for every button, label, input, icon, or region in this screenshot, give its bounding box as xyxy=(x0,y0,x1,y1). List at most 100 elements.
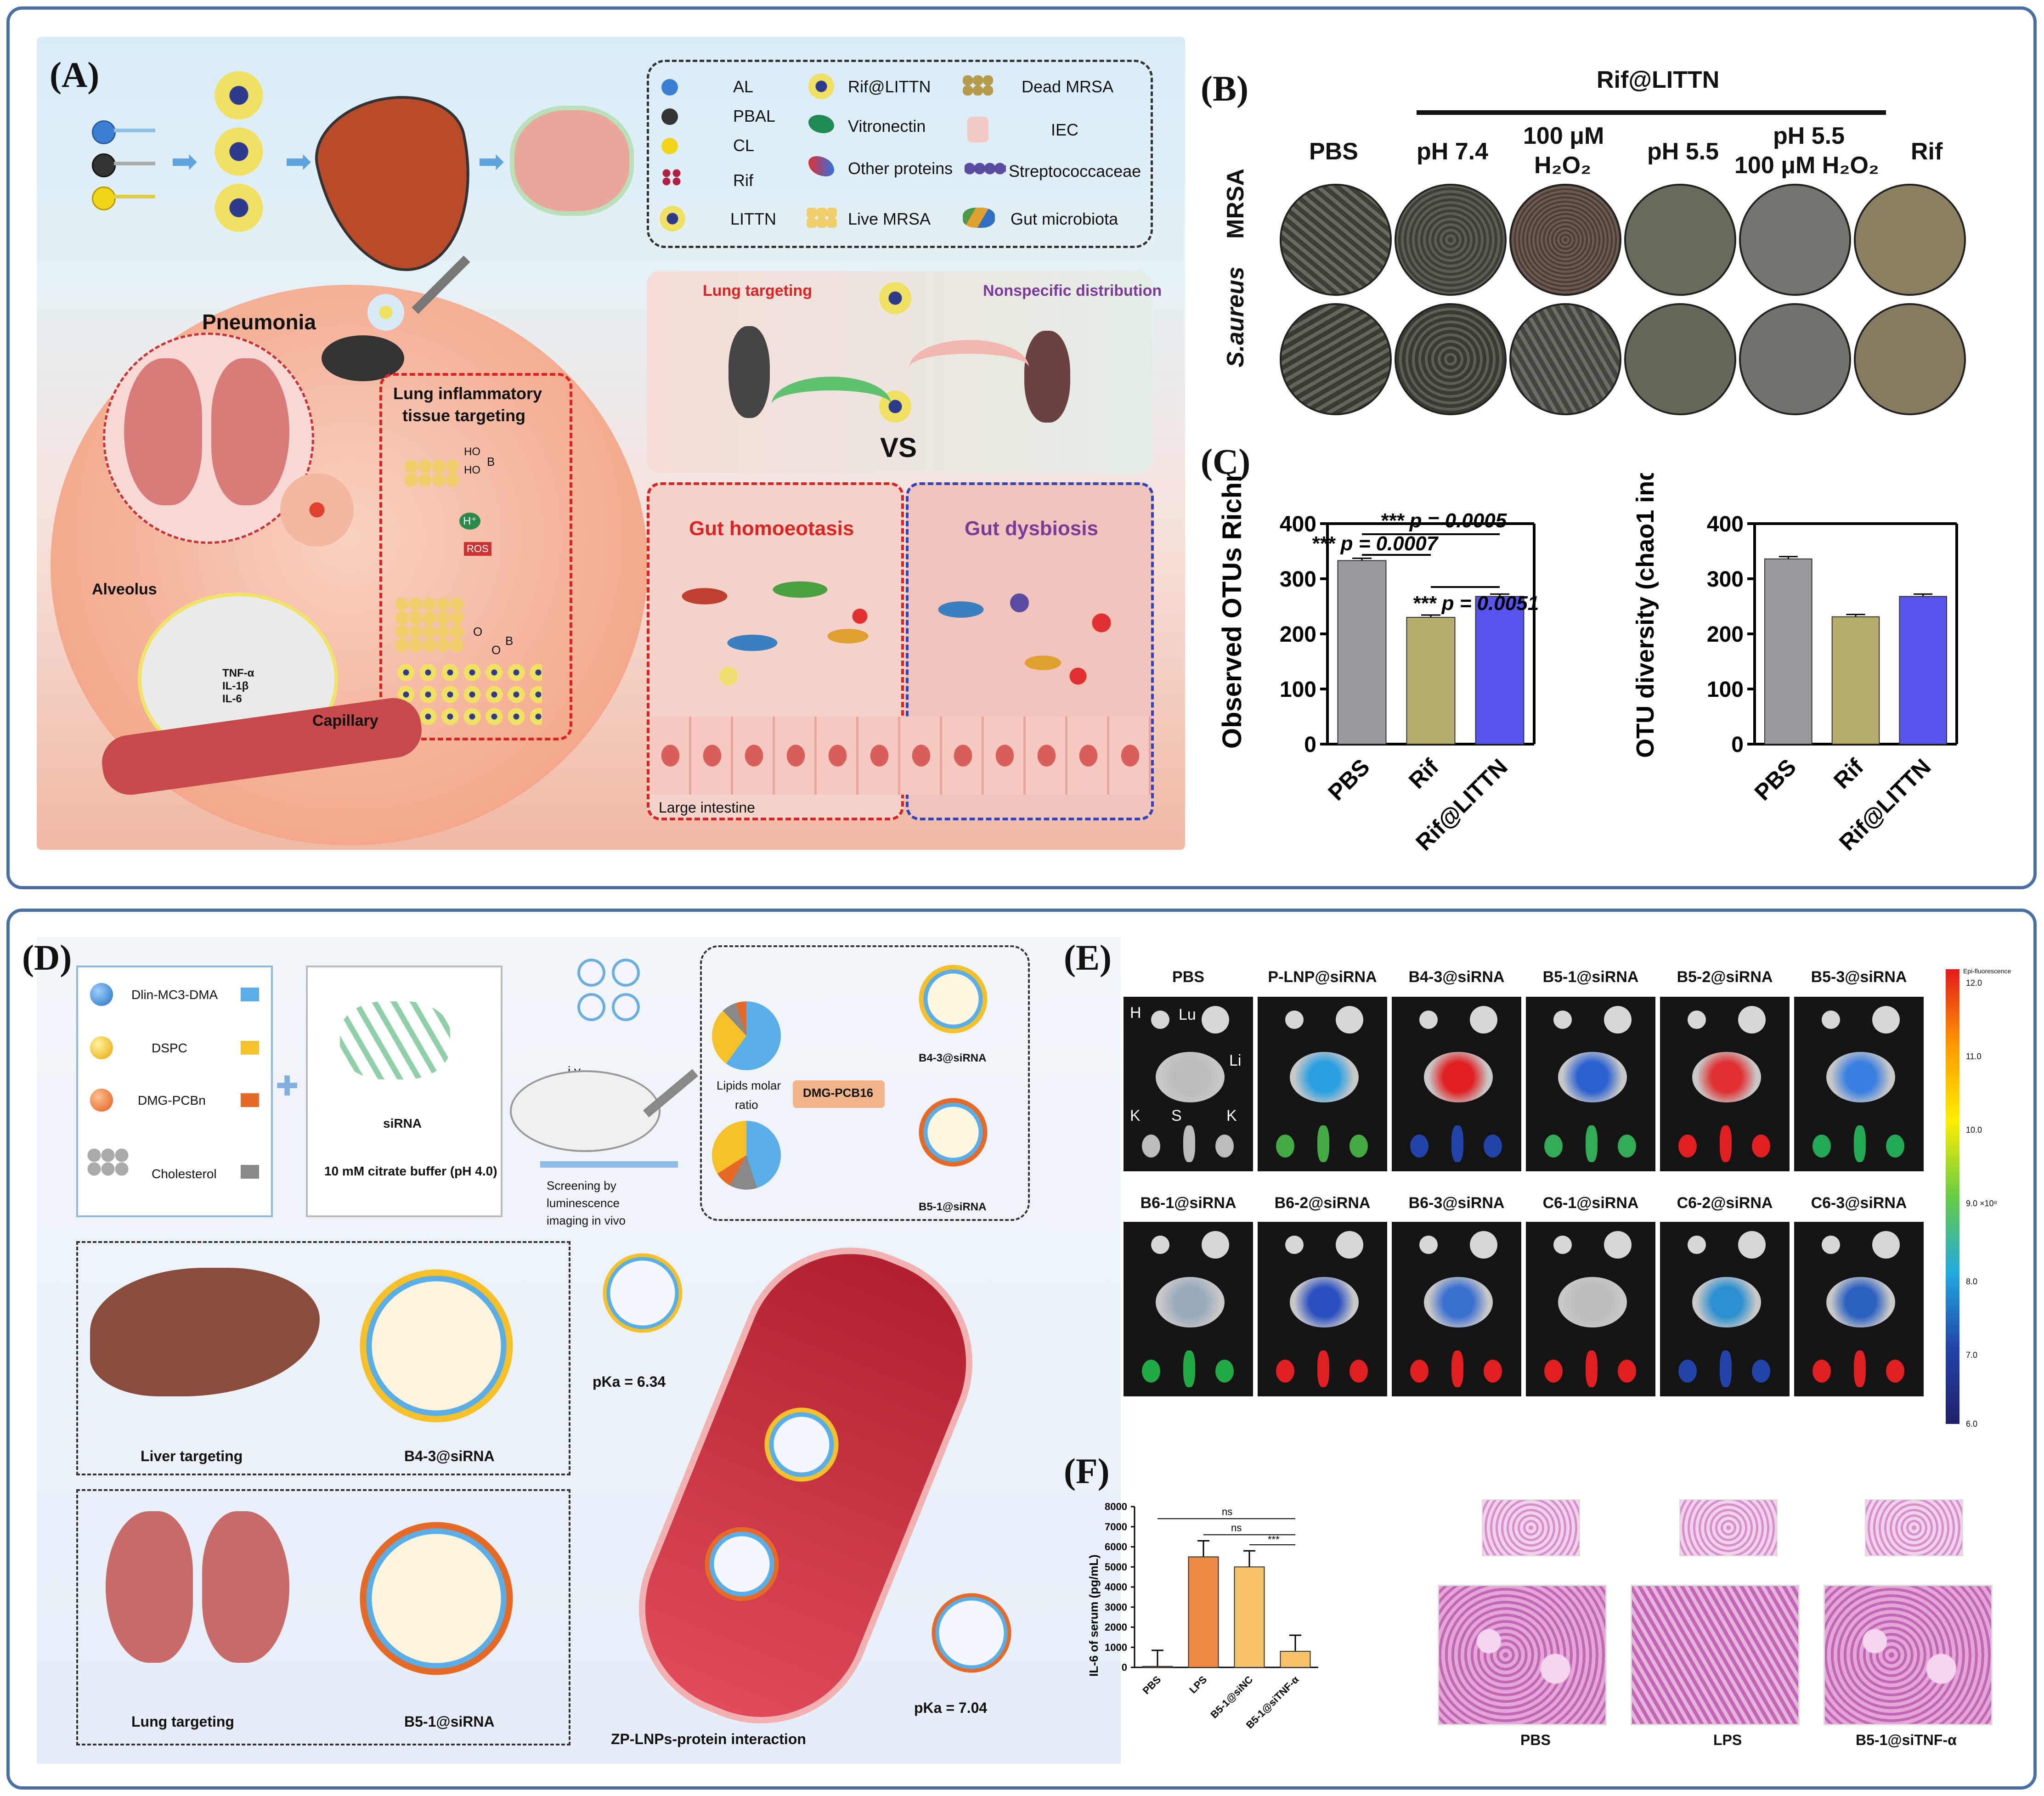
mouse-illustration xyxy=(510,1070,661,1152)
heart-organ xyxy=(1419,1236,1438,1254)
lung-organ xyxy=(1202,1231,1229,1259)
row-mrsa: MRSA xyxy=(1222,168,1249,239)
scale-tick: 6.0 xyxy=(1966,1419,1978,1429)
lnp-pka1-icon xyxy=(599,1249,686,1337)
row-saureus: S.aureus xyxy=(1222,266,1249,367)
chart-f: IL-6 of serum (pg/mL) 010002000300040005… xyxy=(1087,1501,1318,1731)
liver-organ xyxy=(1558,1277,1627,1327)
plus-icon: ✚ xyxy=(276,1071,299,1101)
ivis-image xyxy=(1124,1222,1253,1396)
histology-zoom-pbs xyxy=(1438,1585,1607,1725)
kidney-organ xyxy=(1410,1135,1429,1158)
y-tick-label: 3000 xyxy=(1105,1601,1127,1613)
panel-f-letter: (F) xyxy=(1064,1451,1110,1491)
bar-rif-littn xyxy=(1475,596,1525,745)
kidney-organ xyxy=(1752,1135,1770,1158)
organ-label: S xyxy=(1171,1107,1182,1124)
bar-rif-littn xyxy=(1899,596,1947,745)
heart-organ xyxy=(1151,1236,1169,1254)
spleen-organ xyxy=(1854,1125,1866,1162)
bar-pbs xyxy=(1337,560,1387,745)
lnp-vessel-icon xyxy=(762,1406,841,1484)
spleen-organ xyxy=(1854,1350,1866,1387)
histology-label-b51: B5-1@siTNF-α xyxy=(1856,1732,1957,1748)
lung-illustration-small xyxy=(510,106,634,216)
organ-label: K xyxy=(1226,1107,1237,1124)
y-tick-label: 2000 xyxy=(1105,1621,1127,1633)
b51-small-label: B5-1@siRNA xyxy=(919,1201,987,1213)
plate-saureus-h2o2 xyxy=(1509,303,1621,415)
large-intestine-label: Large intestine xyxy=(659,799,755,816)
ivis-image xyxy=(1392,1222,1521,1396)
liver-targeting-box xyxy=(76,1241,570,1475)
dspc-icon xyxy=(90,1036,113,1059)
spleen-organ xyxy=(1451,1125,1463,1162)
bar-rif xyxy=(1406,617,1456,745)
littn-particle-icon xyxy=(879,282,911,314)
bar-lps xyxy=(1188,1556,1219,1668)
plate-mrsa-ph55 xyxy=(1624,184,1736,296)
lung-organ xyxy=(1336,1006,1363,1034)
legend-rif-littn: Rif@LITTN xyxy=(848,77,931,96)
tissue-targeting-label: tissue targeting xyxy=(402,406,526,425)
chart-c-left-ylabel-1: Observed OTUs Richness xyxy=(1217,473,1247,749)
intestinal-epithelium xyxy=(649,717,1151,795)
scale-tick: 8.0 xyxy=(1966,1277,1978,1286)
y-tick-label: 0 xyxy=(1304,733,1316,757)
lung-organ xyxy=(1604,1006,1632,1034)
col-ph55: pH 5.5 xyxy=(1647,138,1719,165)
ivis-label: B6-1@siRNA xyxy=(1140,1194,1237,1212)
kidney-organ xyxy=(1276,1135,1294,1158)
liver-organ xyxy=(1826,1052,1895,1102)
lung-targeting-box xyxy=(76,1489,570,1745)
ros-label: ROS xyxy=(464,542,491,556)
capillary-label: Capillary xyxy=(312,712,378,729)
legend-iec: IEC xyxy=(1051,120,1079,139)
kidney-organ xyxy=(1349,1360,1368,1383)
plate-mrsa-rif xyxy=(1854,184,1966,296)
lung-organ xyxy=(1336,1231,1363,1259)
panel-b-letter: (B) xyxy=(1201,68,1248,108)
spleen-organ xyxy=(1720,1125,1732,1162)
kidney-organ xyxy=(1484,1360,1502,1383)
category-label: PBS xyxy=(1750,754,1801,805)
pbal-icon xyxy=(661,108,678,125)
bar-b5-1-sitnf- xyxy=(1280,1651,1311,1668)
gut-bacteria-dysbiosis xyxy=(914,570,1148,703)
legend-box xyxy=(647,60,1153,248)
bar-rif xyxy=(1831,616,1880,745)
panel-c-letter: (C) xyxy=(1201,441,1251,481)
spleen-organ xyxy=(1317,1125,1329,1162)
rif-littn-icon xyxy=(808,73,834,99)
arrow-icon xyxy=(540,1161,678,1168)
heart-organ xyxy=(1553,1011,1572,1029)
chem-ho-label: HO xyxy=(464,446,480,458)
gut-microbiota-icon xyxy=(963,208,995,228)
histology-overview-pbs xyxy=(1482,1499,1580,1556)
kidney-organ xyxy=(1752,1360,1770,1383)
bar-b5-1-sinc xyxy=(1234,1566,1265,1668)
plate-mrsa-h2o2 xyxy=(1509,184,1621,296)
plate-saureus-rif xyxy=(1854,303,1966,415)
ivis-image xyxy=(1258,1222,1387,1396)
lipid-tail xyxy=(114,129,155,132)
scale-title: Epi-fluorescence xyxy=(1963,967,2011,975)
mrsa-cluster-icon xyxy=(404,459,459,487)
cholesterol-icon xyxy=(87,1148,129,1176)
col-h2o2-line2: H₂O₂ xyxy=(1534,152,1592,179)
plate-saureus-ph55-h2o2 xyxy=(1739,303,1851,415)
littn-stack-icon xyxy=(211,69,266,234)
ivis-label: P-LNP@siRNA xyxy=(1268,968,1377,986)
heart-organ xyxy=(1822,1236,1840,1254)
lnp-particles-icon xyxy=(574,955,643,1024)
gut-homoeotasis-label: Gut homoeotasis xyxy=(689,517,854,540)
nonspecific-label: Nonspecific distribution xyxy=(983,282,1162,299)
pka2-label: pKa = 7.04 xyxy=(914,1700,988,1716)
heart-organ xyxy=(1151,1011,1169,1029)
pie-chart-b43 xyxy=(712,1001,781,1070)
histology-zoom-lps xyxy=(1631,1585,1800,1725)
kidney-organ xyxy=(1349,1135,1368,1158)
lung-organ xyxy=(1738,1231,1766,1259)
lnp-b51-large xyxy=(349,1511,524,1686)
category-label: Rif xyxy=(1829,754,1869,794)
